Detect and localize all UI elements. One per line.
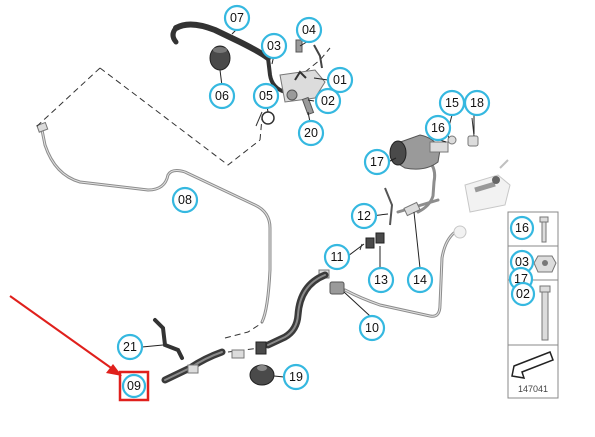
callout-07[interactable]: 07 (223, 4, 251, 32)
callout-18[interactable]: 18 (463, 89, 491, 117)
callout-05[interactable]: 05 (252, 82, 280, 110)
callout-panel-02[interactable]: 02 (510, 281, 536, 307)
svg-text:17: 17 (370, 155, 384, 169)
callout-04[interactable]: 04 (295, 16, 323, 44)
connector-fittings (318, 187, 421, 295)
svg-text:04: 04 (302, 23, 316, 37)
bolt-16-icon (539, 216, 549, 243)
callout-11[interactable]: 11 (323, 243, 351, 271)
master-cylinder-assembly (389, 117, 479, 170)
bolt-02-icon (539, 285, 551, 341)
callout-19[interactable]: 19 (282, 363, 310, 391)
callout-21[interactable]: 21 (116, 333, 144, 361)
svg-text:08: 08 (178, 193, 192, 207)
highlight-arrow (9, 295, 122, 376)
callout-15[interactable]: 15 (438, 89, 466, 117)
svg-text:19: 19 (289, 370, 303, 384)
nut-03-icon (533, 255, 557, 273)
view-arrow-icon (511, 351, 554, 379)
brake-line-08 (36, 121, 272, 324)
callout-01[interactable]: 01 (326, 66, 354, 94)
svg-text:16: 16 (431, 121, 445, 135)
callout-panel-16[interactable]: 16 (509, 215, 535, 241)
callout-17[interactable]: 17 (363, 148, 391, 176)
svg-text:10: 10 (365, 321, 379, 335)
svg-text:18: 18 (470, 96, 484, 110)
callout-09[interactable]: 09 (118, 370, 150, 402)
svg-text:02: 02 (516, 287, 530, 301)
ghosted-release-bearing (453, 159, 511, 239)
callout-10[interactable]: 10 (358, 314, 386, 342)
brake-line-10 (343, 230, 457, 318)
svg-text:12: 12 (357, 209, 371, 223)
svg-text:05: 05 (259, 89, 273, 103)
clutch-hose (231, 271, 329, 359)
callout-13[interactable]: 13 (367, 266, 395, 294)
svg-text:03: 03 (267, 39, 281, 53)
callout-16[interactable]: 16 (424, 114, 452, 142)
svg-text:21: 21 (123, 340, 137, 354)
svg-text:11: 11 (331, 250, 344, 264)
svg-text:14: 14 (413, 273, 427, 287)
callout-02[interactable]: 02 (314, 87, 342, 115)
callout-06[interactable]: 06 (208, 82, 236, 110)
svg-text:20: 20 (304, 126, 318, 140)
svg-text:03: 03 (515, 255, 529, 269)
callout-20[interactable]: 20 (297, 119, 325, 147)
fastener-panel: 16 03 17 02 147041 (507, 211, 559, 399)
hose-09 (161, 348, 226, 384)
clutch-pedal-assembly (170, 21, 326, 127)
svg-text:02: 02 (321, 94, 335, 108)
svg-text:07: 07 (230, 11, 244, 25)
svg-text:15: 15 (445, 96, 459, 110)
callout-03[interactable]: 03 (260, 32, 288, 60)
svg-text:16: 16 (515, 221, 529, 235)
callout-08[interactable]: 08 (171, 186, 199, 214)
bracket-21 (153, 318, 184, 360)
svg-text:01: 01 (333, 73, 347, 87)
grommet-19 (249, 364, 275, 386)
callout-12[interactable]: 12 (350, 202, 378, 230)
svg-text:06: 06 (215, 89, 229, 103)
svg-text:13: 13 (374, 273, 388, 287)
callout-14[interactable]: 14 (406, 266, 434, 294)
reference-number: 147041 (518, 384, 548, 394)
svg-text:09: 09 (127, 379, 141, 393)
